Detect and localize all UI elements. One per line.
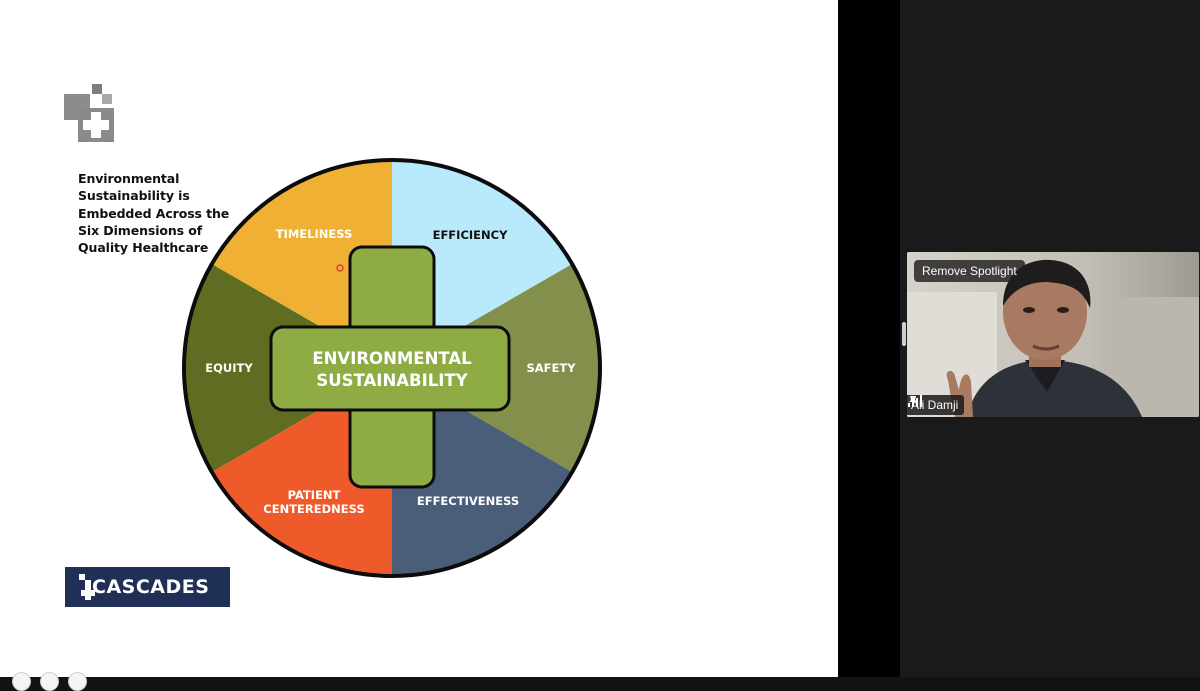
center-label-line2: SUSTAINABILITY bbox=[316, 371, 468, 390]
participant-name: Ali Damji bbox=[911, 398, 959, 412]
previous-slide-button[interactable] bbox=[12, 672, 31, 691]
shared-slide: Environmental Sustainability is Embedded… bbox=[0, 0, 838, 691]
pointer-tool-button[interactable] bbox=[40, 672, 59, 691]
panel-resize-handle[interactable] bbox=[902, 322, 906, 346]
label-timeliness: TIMELINESS bbox=[276, 227, 353, 241]
label-safety: SAFETY bbox=[526, 361, 576, 375]
panel-divider bbox=[838, 0, 900, 677]
participant-name-tag: Ali Damji bbox=[907, 395, 965, 415]
laser-pointer bbox=[336, 264, 344, 272]
cascades-cross-logo bbox=[64, 84, 114, 142]
label-equity: EQUITY bbox=[205, 361, 253, 375]
participant-video-tile[interactable]: Remove Spotlight Ali Damji bbox=[907, 252, 1199, 417]
pin-icon bbox=[909, 396, 917, 407]
remove-spotlight-button[interactable]: Remove Spotlight bbox=[914, 260, 1025, 282]
quality-dimensions-wheel: ENVIRONMENTAL SUSTAINABILITY TIMELINESS … bbox=[182, 158, 602, 578]
label-patient-line1: PATIENT bbox=[288, 488, 341, 502]
center-label-line1: ENVIRONMENTAL bbox=[312, 349, 472, 368]
cascades-cross-logo-small bbox=[79, 574, 95, 600]
brand-name: CASCADES bbox=[92, 576, 210, 598]
label-patient-line2: CENTEREDNESS bbox=[263, 502, 364, 516]
next-slide-button[interactable] bbox=[68, 672, 87, 691]
cascades-brand-logo: CASCADES bbox=[65, 567, 230, 607]
label-efficiency: EFFICIENCY bbox=[433, 228, 508, 242]
slide-headline: Environmental Sustainability is Embedded… bbox=[78, 171, 230, 256]
label-effectiveness: EFFECTIVENESS bbox=[417, 494, 519, 508]
